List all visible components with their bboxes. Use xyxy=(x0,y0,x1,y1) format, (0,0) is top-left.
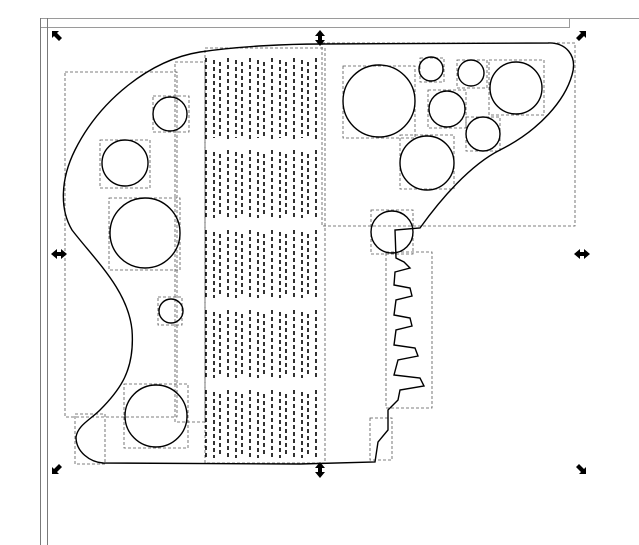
hole-circle xyxy=(342,64,416,138)
hole-circle xyxy=(101,139,149,187)
hole-circle xyxy=(418,56,444,82)
hole-circle xyxy=(124,384,188,448)
hole-circle xyxy=(428,90,466,128)
bounding-boxes xyxy=(64,42,576,465)
handle-middle-left xyxy=(51,249,67,259)
scale-arrow-icon xyxy=(576,31,586,41)
handle-bottom-right xyxy=(576,464,586,474)
hole-circle xyxy=(489,61,543,115)
scale-arrow-icon xyxy=(576,464,586,474)
hole-circles[interactable] xyxy=(101,56,543,448)
hole-circle xyxy=(457,59,485,87)
hole-circle xyxy=(152,96,188,132)
scale-arrow-icon xyxy=(52,464,62,474)
selection-handles[interactable] xyxy=(51,30,590,478)
handle-top-center xyxy=(315,30,325,46)
handle-middle-right xyxy=(574,249,590,259)
hole-circle xyxy=(465,116,501,152)
handle-top-right xyxy=(576,31,586,41)
hole-circle xyxy=(158,298,184,324)
main-outline-path[interactable] xyxy=(62,42,575,465)
handle-top-left xyxy=(52,31,62,41)
scale-arrow-icon xyxy=(52,31,62,41)
hole-circle xyxy=(109,197,181,269)
handle-bottom-center xyxy=(315,462,325,478)
slot-strokes[interactable] xyxy=(205,58,317,460)
handle-bottom-left xyxy=(52,464,62,474)
hole-circle xyxy=(370,210,414,254)
vertical-ruler[interactable] xyxy=(40,18,48,545)
hole-circle xyxy=(399,135,455,191)
